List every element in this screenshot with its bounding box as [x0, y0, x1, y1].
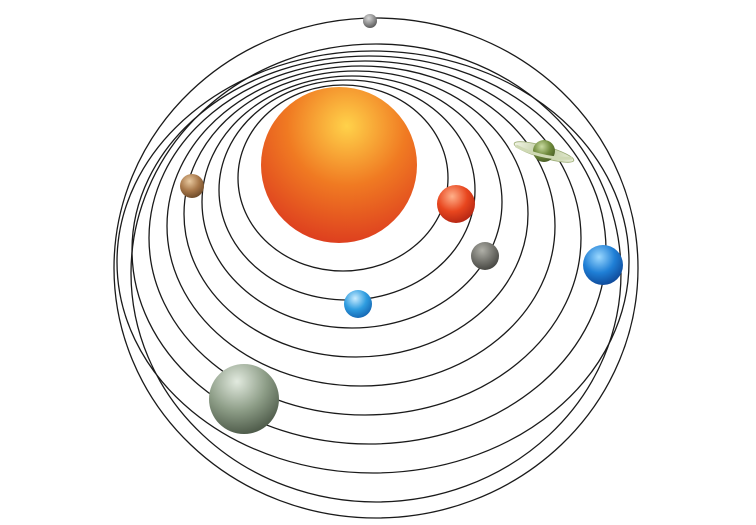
- orbit-ring: [183, 70, 529, 358]
- red-planet-icon: [437, 185, 475, 223]
- tiny-gray-planet-icon: [363, 14, 377, 28]
- orbit-ring: [113, 17, 639, 519]
- orbit-ring: [166, 65, 556, 387]
- ringed-planet-icon: [513, 140, 575, 163]
- blue-planet-icon: [583, 245, 623, 285]
- orbit-ring: [237, 84, 449, 272]
- small-blue-planet-icon: [344, 290, 372, 318]
- orbit-rings: [113, 17, 639, 519]
- orbit-ring: [201, 75, 503, 329]
- gray-planet-icon: [471, 242, 499, 270]
- large-gray-green-planet-icon: [209, 364, 279, 434]
- brown-planet-icon: [180, 174, 204, 198]
- orbit-ring: [116, 50, 630, 474]
- orbit-ring: [148, 60, 582, 416]
- sun-icon: [261, 87, 417, 243]
